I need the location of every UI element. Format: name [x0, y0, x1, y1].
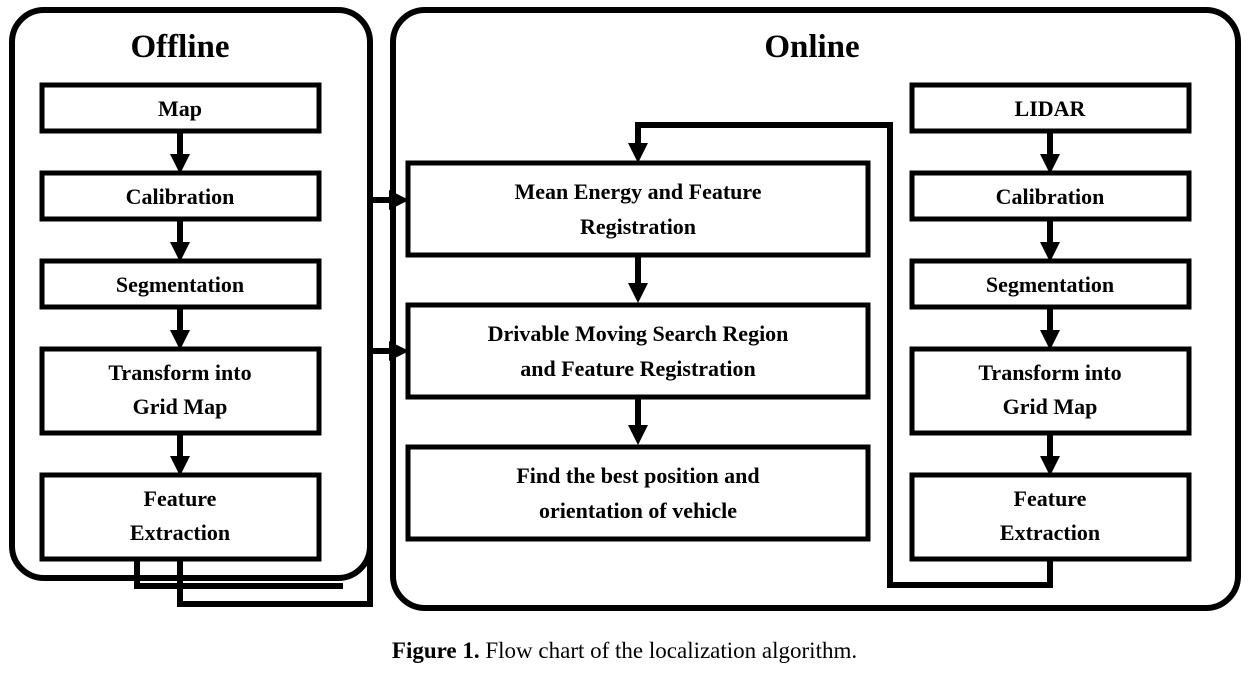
node-label-find-best-line2: orientation of vehicle — [539, 498, 737, 523]
node-label-drivable-line1: Drivable Moving Search Region — [488, 321, 789, 346]
figure-caption-prefix: Figure 1. — [391, 638, 480, 663]
node-label-drivable-line2: and Feature Registration — [520, 356, 755, 381]
node-label-online-calibration: Calibration — [996, 184, 1105, 209]
arrow-online-feedback-head — [628, 143, 648, 163]
node-label-offline-segmentation: Segmentation — [116, 272, 244, 297]
node-label-mean-energy-line1: Mean Energy and Feature — [514, 179, 761, 204]
node-label-offline-map: Map — [158, 96, 202, 121]
arrow-offline-to-drivable — [370, 341, 409, 361]
node-offline-segmentation[interactable] — [39, 258, 322, 310]
arrow-offline-to-mean-energy — [370, 190, 409, 210]
offline-panel-title: Offline — [131, 29, 230, 65]
node-label-online-feature-line1: Feature — [1014, 486, 1087, 511]
node-online-drivable[interactable] — [405, 302, 871, 400]
arrow-offline-map-to-calibration — [170, 131, 190, 174]
node-label-online-transform-line2: Grid Map — [1003, 394, 1098, 419]
node-label-lidar: LIDAR — [1015, 96, 1087, 121]
node-label-online-feature-line2: Extraction — [1000, 520, 1100, 545]
connector-offline-feature-lower-rail — [134, 559, 343, 589]
node-label-offline-feature-line2: Extraction — [130, 520, 230, 545]
arrow-lidar-to-calibration — [1040, 131, 1060, 174]
node-offline-map[interactable] — [39, 82, 322, 134]
node-label-find-best-line1: Find the best position and — [516, 463, 759, 488]
node-label-online-transform-line1: Transform into — [978, 360, 1121, 385]
connector-online-feedback — [635, 122, 1053, 588]
arrow-drivable-to-find-best — [628, 397, 648, 445]
arrow-offline-calibration-to-segmentation — [170, 219, 190, 262]
node-label-offline-transform-line2: Grid Map — [133, 394, 228, 419]
online-panel-outline — [390, 7, 1241, 611]
arrow-offline-transform-to-feature — [170, 433, 190, 476]
node-online-find-best[interactable] — [405, 444, 871, 542]
node-label-offline-calibration: Calibration — [126, 184, 235, 209]
figure-caption-text: Flow chart of the localization algorithm… — [479, 638, 858, 663]
arrow-online-calibration-to-segmentation — [1040, 219, 1060, 262]
node-label-mean-energy-line2: Registration — [580, 214, 696, 239]
arrow-offline-segmentation-to-transform — [170, 307, 190, 350]
online-panel-title: Online — [764, 29, 859, 65]
node-label-offline-transform-line1: Transform into — [108, 360, 251, 385]
node-label-online-segmentation: Segmentation — [986, 272, 1114, 297]
arrow-online-transform-to-feature — [1040, 433, 1060, 476]
node-label-offline-feature-line1: Feature — [144, 486, 217, 511]
node-online-transform[interactable] — [909, 346, 1192, 436]
node-online-mean-energy[interactable] — [405, 160, 871, 258]
node-offline-transform[interactable] — [39, 346, 322, 436]
node-online-lidar[interactable] — [909, 82, 1192, 134]
arrow-mean-energy-to-drivable — [628, 255, 648, 303]
figure-caption: Figure 1. Flow chart of the localization… — [0, 638, 1249, 664]
arrow-online-segmentation-to-transform — [1040, 307, 1060, 350]
